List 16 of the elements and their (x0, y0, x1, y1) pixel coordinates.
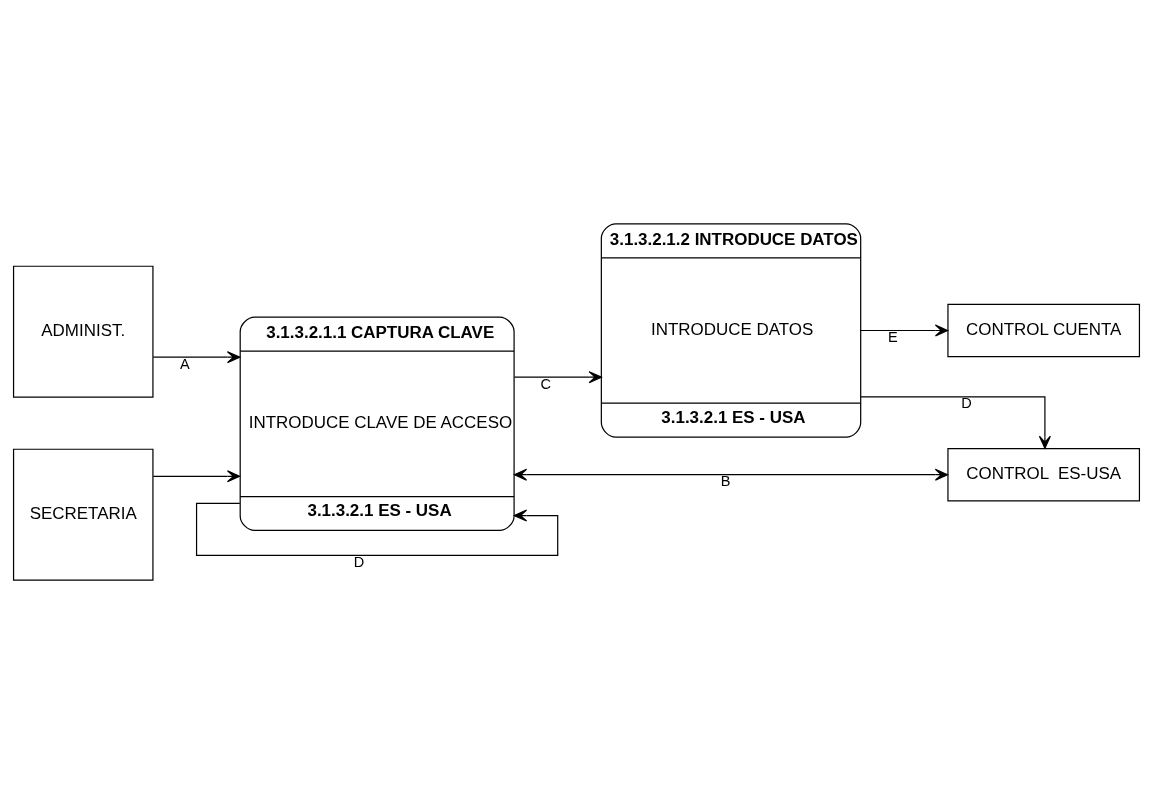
arrow (860, 395, 1051, 449)
node-box: ADMINIST. (12, 265, 154, 398)
arrow (513, 370, 602, 383)
node-box: SECRETARIA (12, 448, 154, 581)
arrow (860, 323, 949, 337)
arrow (152, 350, 241, 363)
edge-label: C (540, 375, 552, 392)
edge-label: D (353, 553, 365, 570)
node-box: CONTROL CUENTA (947, 303, 1141, 357)
edge-label: A (180, 355, 190, 372)
edge-label: B (720, 472, 731, 489)
node-box: CONTROL ES-USA (947, 447, 1141, 501)
edge-label: D (961, 394, 972, 411)
arrow (513, 468, 949, 481)
edge-label: E (887, 328, 898, 345)
arrow (152, 469, 241, 482)
